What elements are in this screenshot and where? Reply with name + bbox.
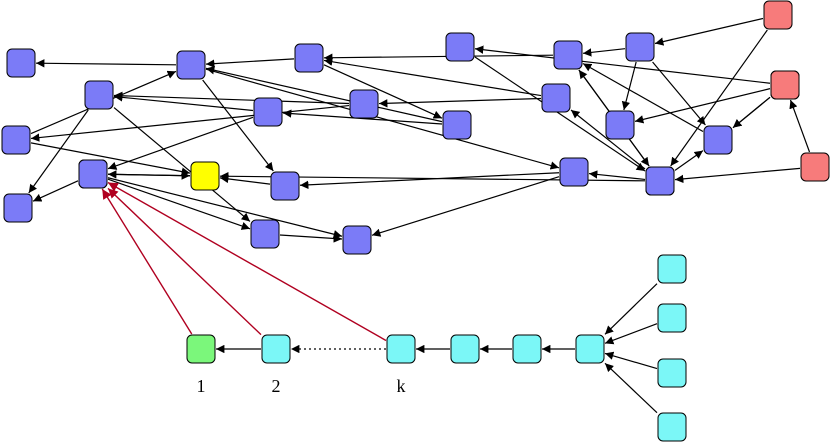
- edge-c2-to-n23: [107, 187, 262, 336]
- edge-n22-to-n24: [279, 234, 343, 243]
- node-n7: [445, 32, 475, 62]
- edge-s1-to-n10: [654, 17, 764, 46]
- edge-n3-to-n1: [35, 59, 177, 68]
- edge-h2-to-c6: [604, 323, 658, 345]
- node-s2: [770, 70, 800, 100]
- edge-n5-to-n3: [205, 58, 295, 68]
- node-n12: [703, 125, 733, 155]
- edge-n9-to-n6: [378, 97, 542, 108]
- node-n20: [645, 166, 675, 196]
- edge-n6-to-n2: [113, 91, 350, 105]
- edge-n10-to-n11: [621, 61, 637, 111]
- node-n10: [625, 32, 655, 62]
- edge-c1-to-n23: [101, 188, 193, 335]
- edge-n20-to-n9: [570, 109, 646, 170]
- edge-n4-to-n2: [113, 93, 254, 112]
- label-k: k: [397, 376, 406, 396]
- labels-layer: 1 2 k: [197, 376, 406, 396]
- edge-s3-to-n13: [789, 99, 811, 153]
- node-c1: [186, 334, 216, 364]
- node-c2: [261, 334, 291, 364]
- node-c5: [512, 334, 542, 364]
- node-n15: [1, 125, 31, 155]
- edge-n3-to-n17: [202, 79, 274, 172]
- node-ck: [386, 334, 416, 364]
- node-n22: [250, 219, 280, 249]
- edge-n15-to-y1: [30, 142, 191, 176]
- node-n24: [342, 225, 372, 255]
- edge-n5-to-n14: [323, 64, 443, 119]
- edge-n18-to-n24: [371, 176, 560, 237]
- edge-n6-to-n15: [30, 104, 350, 142]
- edge-ck-to-n23: [107, 181, 387, 342]
- edge-n2-to-n21: [28, 109, 89, 194]
- edge-y1-to-n23: [107, 170, 191, 179]
- node-n6: [349, 89, 379, 119]
- edge-n2-to-n22: [113, 107, 251, 222]
- edge-n10-to-n8: [582, 48, 626, 57]
- edge-h4-to-c6: [604, 362, 658, 414]
- node-h2: [657, 303, 687, 333]
- node-n14: [442, 110, 472, 140]
- node-n18: [559, 157, 589, 187]
- node-n2: [84, 80, 114, 110]
- edge-n13-to-n12: [732, 96, 771, 129]
- node-n1: [6, 48, 36, 78]
- edge-h1-to-c6: [604, 283, 658, 335]
- node-n23: [78, 159, 108, 189]
- edge-n23-to-n21: [32, 180, 79, 202]
- node-n8: [553, 40, 583, 70]
- edge-n9-to-n5: [323, 57, 542, 97]
- node-n3: [176, 50, 206, 80]
- node-n17: [270, 171, 300, 201]
- node-h4: [657, 412, 687, 442]
- edge-n7-to-n19: [474, 56, 646, 172]
- node-c4: [450, 334, 480, 364]
- edge-n4-to-n16: [107, 116, 254, 170]
- edge-n13-to-n7: [474, 45, 771, 84]
- edge-s2-to-n11: [634, 88, 771, 124]
- edge-s3-to-n20: [674, 167, 801, 184]
- node-s3: [800, 152, 830, 182]
- node-n11: [605, 110, 635, 140]
- node-h3: [657, 358, 687, 388]
- edge-h3-to-c6: [604, 351, 658, 370]
- edge-n12-to-n8: [582, 62, 704, 133]
- node-c6: [575, 334, 605, 364]
- node-n9: [541, 83, 571, 113]
- edge-n20-to-n12: [674, 150, 704, 171]
- edge-n17-to-y1: [219, 174, 271, 185]
- node-s1: [763, 0, 793, 30]
- edge-n3-to-n18: [205, 68, 560, 170]
- edge-n23-to-n24: [107, 177, 343, 239]
- edge-n10-to-n12: [652, 61, 706, 126]
- label-2: 2: [272, 376, 281, 396]
- label-1: 1: [197, 376, 206, 396]
- edge-s1-to-n20: [670, 29, 768, 167]
- edge-n16-to-n22: [107, 178, 251, 230]
- edge-n8-to-n5: [323, 53, 554, 62]
- node-h1: [657, 254, 687, 284]
- edge-n14-to-n3: [205, 66, 443, 123]
- node-n4: [253, 97, 283, 127]
- edge-n19-to-n18: [588, 170, 646, 181]
- node-y1: [190, 161, 220, 191]
- node-n21: [3, 193, 33, 223]
- node-n5: [294, 43, 324, 73]
